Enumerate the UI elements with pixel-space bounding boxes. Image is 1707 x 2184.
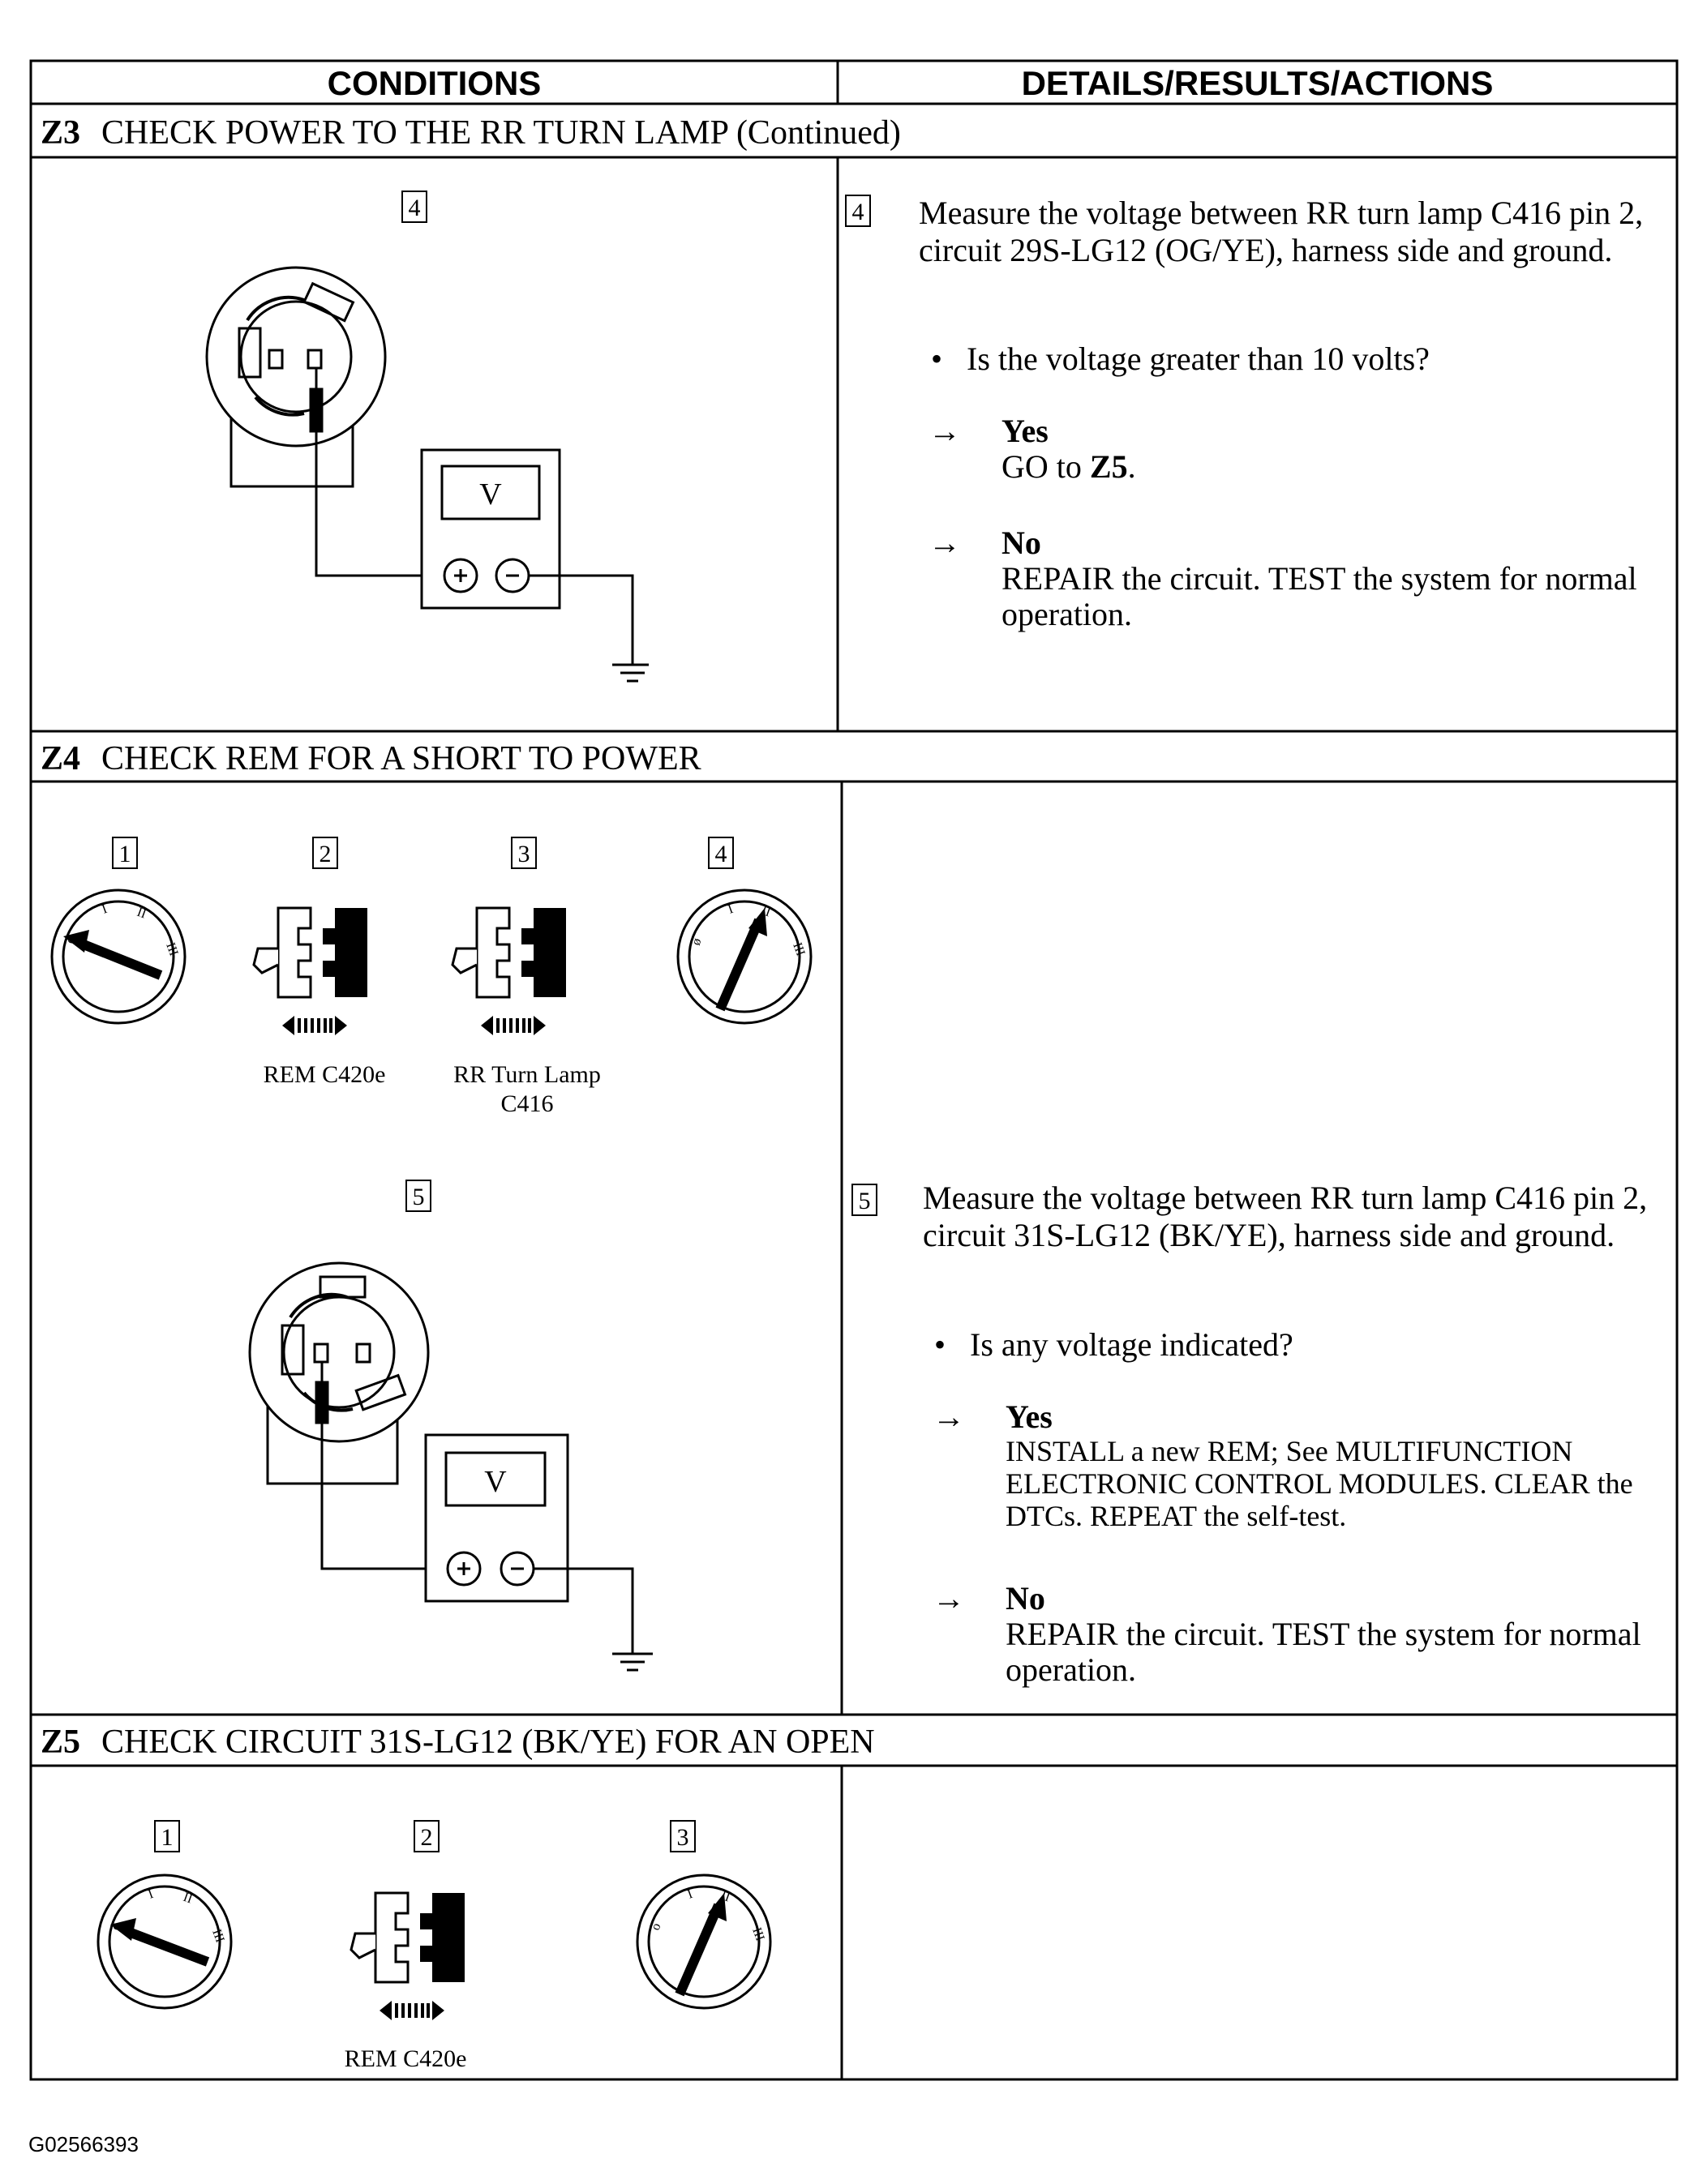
- z4-step-text: Measure the voltage between RR turn lamp…: [923, 1180, 1648, 1253]
- z3-yes-label: Yes: [1001, 413, 1049, 449]
- z5-title: Z5 CHECK CIRCUIT 31S-LG12 (BK/YE) FOR AN …: [41, 1723, 875, 1762]
- z3-no-action: REPAIR the circuit. TEST the system for …: [1001, 560, 1637, 632]
- z3-no-label: No: [1001, 525, 1041, 561]
- z4-figure-2-box: 2: [312, 837, 338, 869]
- svg-text:III: III: [209, 1928, 226, 1945]
- details-header: DETAILS/RESULTS/ACTIONS: [1021, 64, 1494, 102]
- z3-title: Z3 CHECK POWER TO THE RR TURN LAMP (Conti…: [41, 113, 901, 152]
- z4-no-action: REPAIR the circuit. TEST the system for …: [1006, 1616, 1641, 1688]
- z3-title-text: CHECK POWER TO THE RR TURN LAMP (Continu…: [101, 114, 901, 152]
- z3-yes-prefix: GO to: [1001, 448, 1090, 485]
- z5-title-text: CHECK CIRCUIT 31S-LG12 (BK/YE) FOR AN OP…: [101, 1724, 875, 1761]
- z3-yes-target: Z5: [1089, 448, 1128, 485]
- z4-figure-5-box: 5: [405, 1180, 431, 1212]
- svg-text:II: II: [760, 904, 773, 920]
- z4-caption-rem: REM C420e: [263, 1061, 386, 1088]
- z5-figure-1-box: 1: [154, 1820, 180, 1852]
- z3-step-box: 4: [845, 195, 871, 227]
- svg-text:III: III: [749, 1926, 766, 1943]
- z3-figure-step-box: 4: [401, 191, 427, 223]
- z5-step-icons: ø I II III o I II III: [97, 1874, 772, 2022]
- z4-yes-arrow-icon: →: [933, 1398, 965, 1435]
- z4-caption-lamp-line2: C416: [500, 1090, 554, 1117]
- z4-title: Z4 CHECK REM FOR A SHORT TO POWER: [41, 739, 701, 778]
- z4-no-label: No: [1006, 1580, 1045, 1617]
- z3-no-arrow-icon: →: [929, 525, 961, 561]
- z3-no-response: → No REPAIR the circuit. TEST the system…: [929, 525, 1650, 632]
- z4-question: • Is any voltage indicated?: [934, 1326, 1293, 1363]
- z4-caption-lamp-line1: RR Turn Lamp: [453, 1061, 601, 1088]
- z4-lamp-meter-diagram: V: [248, 1261, 653, 1672]
- svg-text:I: I: [727, 902, 736, 917]
- z3-code: Z3: [41, 114, 81, 152]
- z4-no-response: → No REPAIR the circuit. TEST the system…: [933, 1580, 1654, 1688]
- z4-question-text: Is any voltage indicated?: [970, 1326, 1293, 1363]
- z4-no-arrow-icon: →: [933, 1580, 965, 1617]
- z3-meter-label: V: [479, 477, 502, 512]
- svg-text:II: II: [135, 906, 148, 922]
- z4-yes-response: → Yes INSTALL a new REM; See MULTIFUNCTI…: [933, 1398, 1671, 1533]
- conditions-header: CONDITIONS: [327, 64, 542, 102]
- z4-title-text: CHECK REM FOR A SHORT TO POWER: [101, 740, 701, 777]
- z4-step-icons: ø I II III ø I II III: [50, 889, 813, 1037]
- z4-figure-1-box: 1: [112, 837, 138, 869]
- z5-code: Z5: [41, 1724, 81, 1761]
- z5-figure-3-box: 3: [670, 1820, 696, 1852]
- svg-text:III: III: [790, 941, 807, 958]
- z3-yes-suffix: .: [1127, 448, 1136, 485]
- z3-yes-response: → Yes GO to Z5.: [929, 413, 1650, 485]
- z4-yes-label: Yes: [1006, 1398, 1053, 1435]
- svg-text:I: I: [147, 1887, 156, 1902]
- image-id: G02566393: [28, 2132, 139, 2156]
- svg-text:I: I: [101, 902, 109, 917]
- z4-caption-lamp: RR Turn Lamp C416: [430, 1060, 624, 1119]
- z5-caption-rem: REM C420e: [344, 2045, 467, 2072]
- z4-yes-action: INSTALL a new REM; See MULTIFUNCTION ELE…: [1006, 1435, 1633, 1532]
- z3-lamp-meter-diagram: V: [205, 266, 649, 683]
- svg-text:III: III: [163, 941, 180, 958]
- svg-text:I: I: [686, 1887, 695, 1902]
- z4-step-box: 5: [851, 1184, 877, 1216]
- z3-yes-arrow-icon: →: [929, 413, 961, 449]
- z4-code: Z4: [41, 740, 81, 777]
- z4-figure-4-box: 4: [708, 837, 734, 869]
- svg-text:II: II: [719, 1889, 732, 1905]
- z5-figure-2-box: 2: [414, 1820, 440, 1852]
- z4-figure-3-box: 3: [511, 837, 537, 869]
- z3-step-text: Measure the voltage between RR turn lamp…: [919, 195, 1644, 268]
- z3-question: • Is the voltage greater than 10 volts?: [931, 340, 1430, 377]
- z3-question-text: Is the voltage greater than 10 volts?: [967, 340, 1430, 377]
- svg-text:II: II: [182, 1891, 195, 1907]
- z4-meter-label: V: [484, 1465, 507, 1499]
